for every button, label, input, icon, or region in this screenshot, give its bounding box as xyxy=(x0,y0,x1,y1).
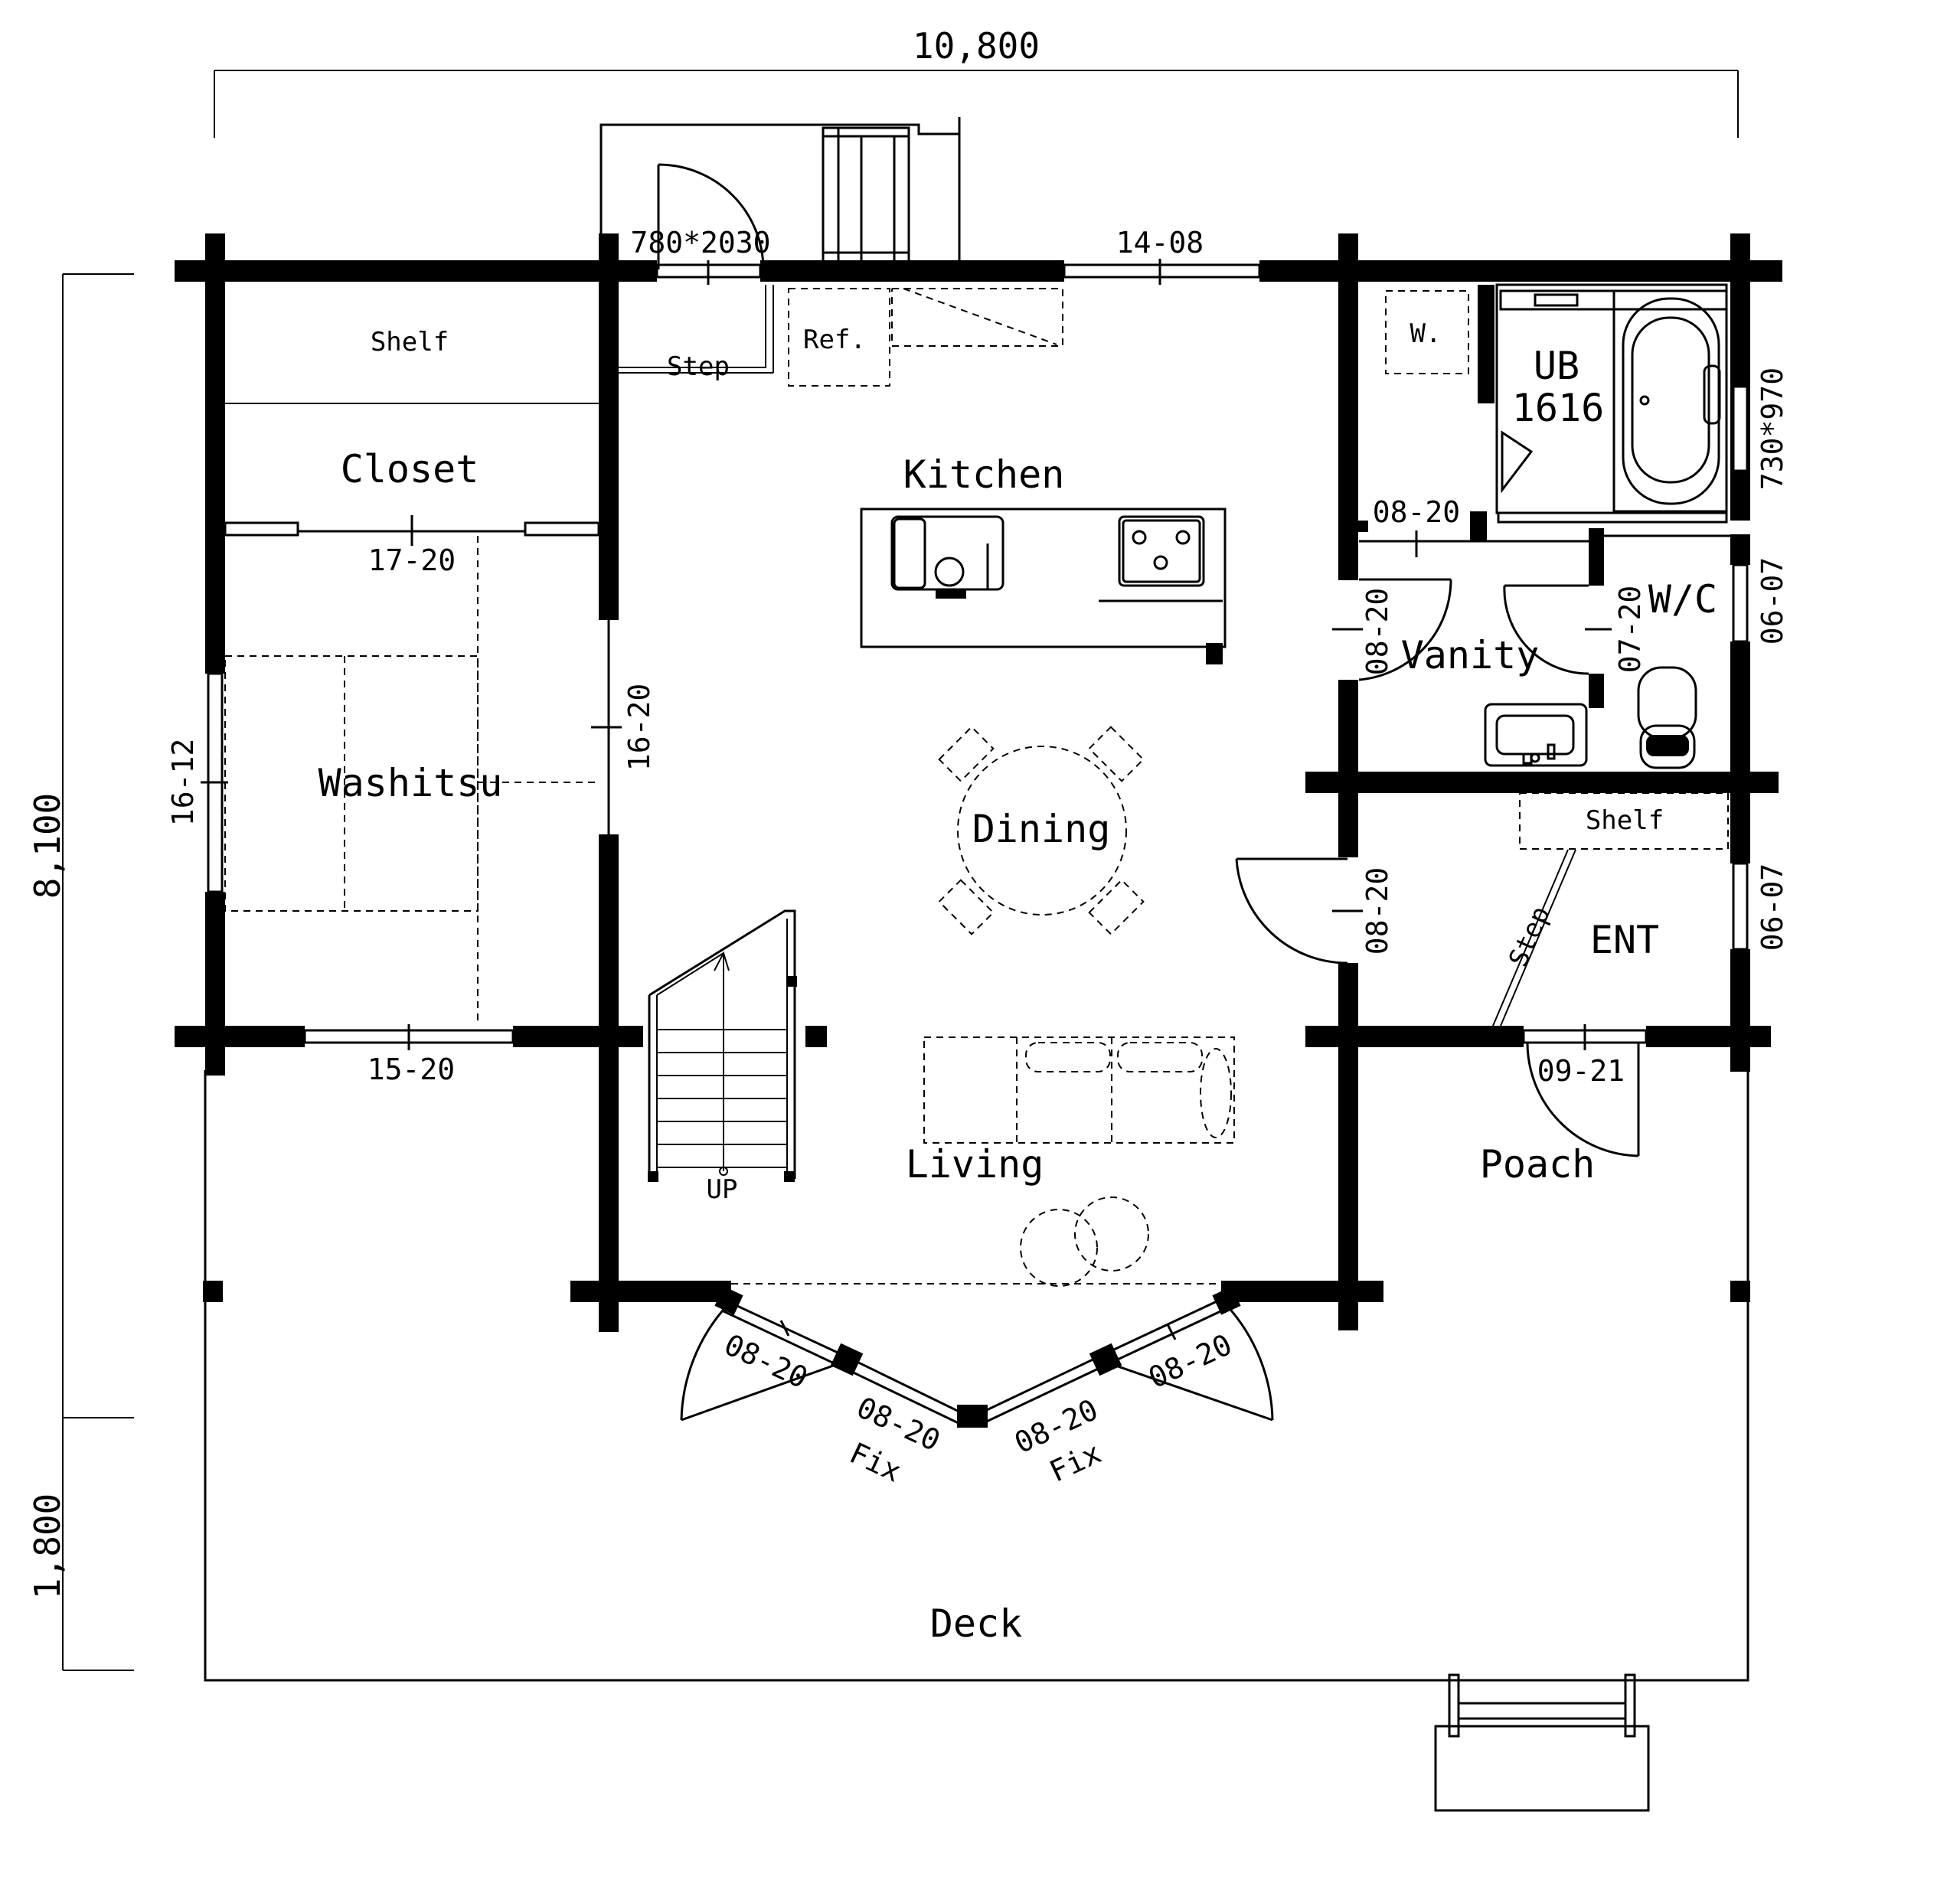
ent-inner-door xyxy=(1235,857,1363,965)
back-steps xyxy=(822,126,910,266)
label-ref: Ref. xyxy=(803,325,866,355)
dimension-left-lower: 1,800 xyxy=(27,1493,68,1599)
kitchen-counter-back xyxy=(891,288,1063,347)
label-wc-door: 07-20 xyxy=(1613,586,1647,673)
kitchen-island xyxy=(860,508,1227,648)
toilet-icon xyxy=(1637,666,1697,769)
label-poach: Poach xyxy=(1480,1142,1596,1187)
label-ub-size: 1616 xyxy=(1512,386,1604,430)
deck-outline xyxy=(204,1070,1749,1682)
label-ent: ENT xyxy=(1590,918,1659,962)
coffee-tables xyxy=(731,1196,1221,1287)
label-bay-fix-left-sub: Fix xyxy=(844,1436,906,1489)
label-bay-door-left: 08-20 xyxy=(719,1327,812,1395)
stove-icon xyxy=(1118,515,1205,587)
bath-partition-line xyxy=(1359,530,1730,557)
kitchen-step xyxy=(619,285,774,374)
label-washitsu-side-window: 16-12 xyxy=(166,739,200,826)
label-living: Living xyxy=(906,1142,1044,1187)
label-washitsu-sliding: 16-20 xyxy=(622,684,656,771)
dimension-lines xyxy=(62,70,1739,1671)
walls xyxy=(175,233,1782,1332)
refrigerator xyxy=(788,288,890,387)
ent-front-door xyxy=(1526,1024,1640,1157)
label-dining: Dining xyxy=(972,807,1111,851)
closet-sliding-door xyxy=(224,403,600,546)
label-wc-window: 06-07 xyxy=(1756,557,1789,645)
label-back-door: 780*2030 xyxy=(630,226,770,260)
wc-door xyxy=(1503,584,1612,675)
label-wc: W/C xyxy=(1648,577,1717,622)
label-washer: W. xyxy=(1410,318,1442,349)
label-step-ent: Step xyxy=(1503,902,1557,971)
label-kitchen-window: 14-08 xyxy=(1116,226,1204,260)
label-bath-window: 730*970 xyxy=(1756,367,1789,490)
ent-step xyxy=(1492,849,1576,1027)
label-ent-window: 06-07 xyxy=(1756,863,1789,951)
vanity-sink-icon xyxy=(1484,703,1588,767)
back-door-swing xyxy=(657,163,765,285)
label-kitchen: Kitchen xyxy=(903,452,1065,497)
washer xyxy=(1385,290,1469,374)
windows xyxy=(201,259,1749,1050)
label-bay-door-right: 08-20 xyxy=(1143,1327,1236,1395)
vanity-door-top xyxy=(1332,578,1452,681)
ent-shelf xyxy=(1519,792,1729,850)
washitsu-sliding-door xyxy=(591,620,622,834)
unit-bath xyxy=(1495,283,1728,524)
label-shelf-ent: Shelf xyxy=(1586,805,1664,836)
label-washitsu-front-window: 15-20 xyxy=(368,1053,455,1086)
sink-icon xyxy=(890,515,1004,599)
label-closet: Closet xyxy=(341,447,479,491)
label-step-kitchen: Step xyxy=(667,351,730,382)
staircase xyxy=(648,909,797,1182)
label-washitsu: Washitsu xyxy=(318,761,503,805)
label-vanity: Vanity xyxy=(1401,633,1540,677)
label-shelf-upper: Shelf xyxy=(371,327,449,357)
label-deck: Deck xyxy=(930,1601,1022,1646)
label-vanity-door-side: 08-20 xyxy=(1361,588,1394,675)
label-closet-door: 17-20 xyxy=(368,544,456,577)
label-ent-inner-door: 08-20 xyxy=(1361,867,1394,955)
label-up: UP xyxy=(707,1174,738,1205)
dimension-top-width: 10,800 xyxy=(913,25,1040,67)
dimension-left-upper: 8,100 xyxy=(27,793,68,899)
deck-steps xyxy=(1434,1673,1650,1812)
bay-window xyxy=(680,1286,1274,1428)
label-vanity-door-top: 08-20 xyxy=(1373,495,1460,529)
label-ent-front-door: 09-21 xyxy=(1537,1054,1625,1088)
sofa xyxy=(923,1036,1235,1144)
back-entry-outline xyxy=(599,117,961,264)
label-ub: UB xyxy=(1534,344,1579,388)
tatami-layout xyxy=(224,536,599,1026)
